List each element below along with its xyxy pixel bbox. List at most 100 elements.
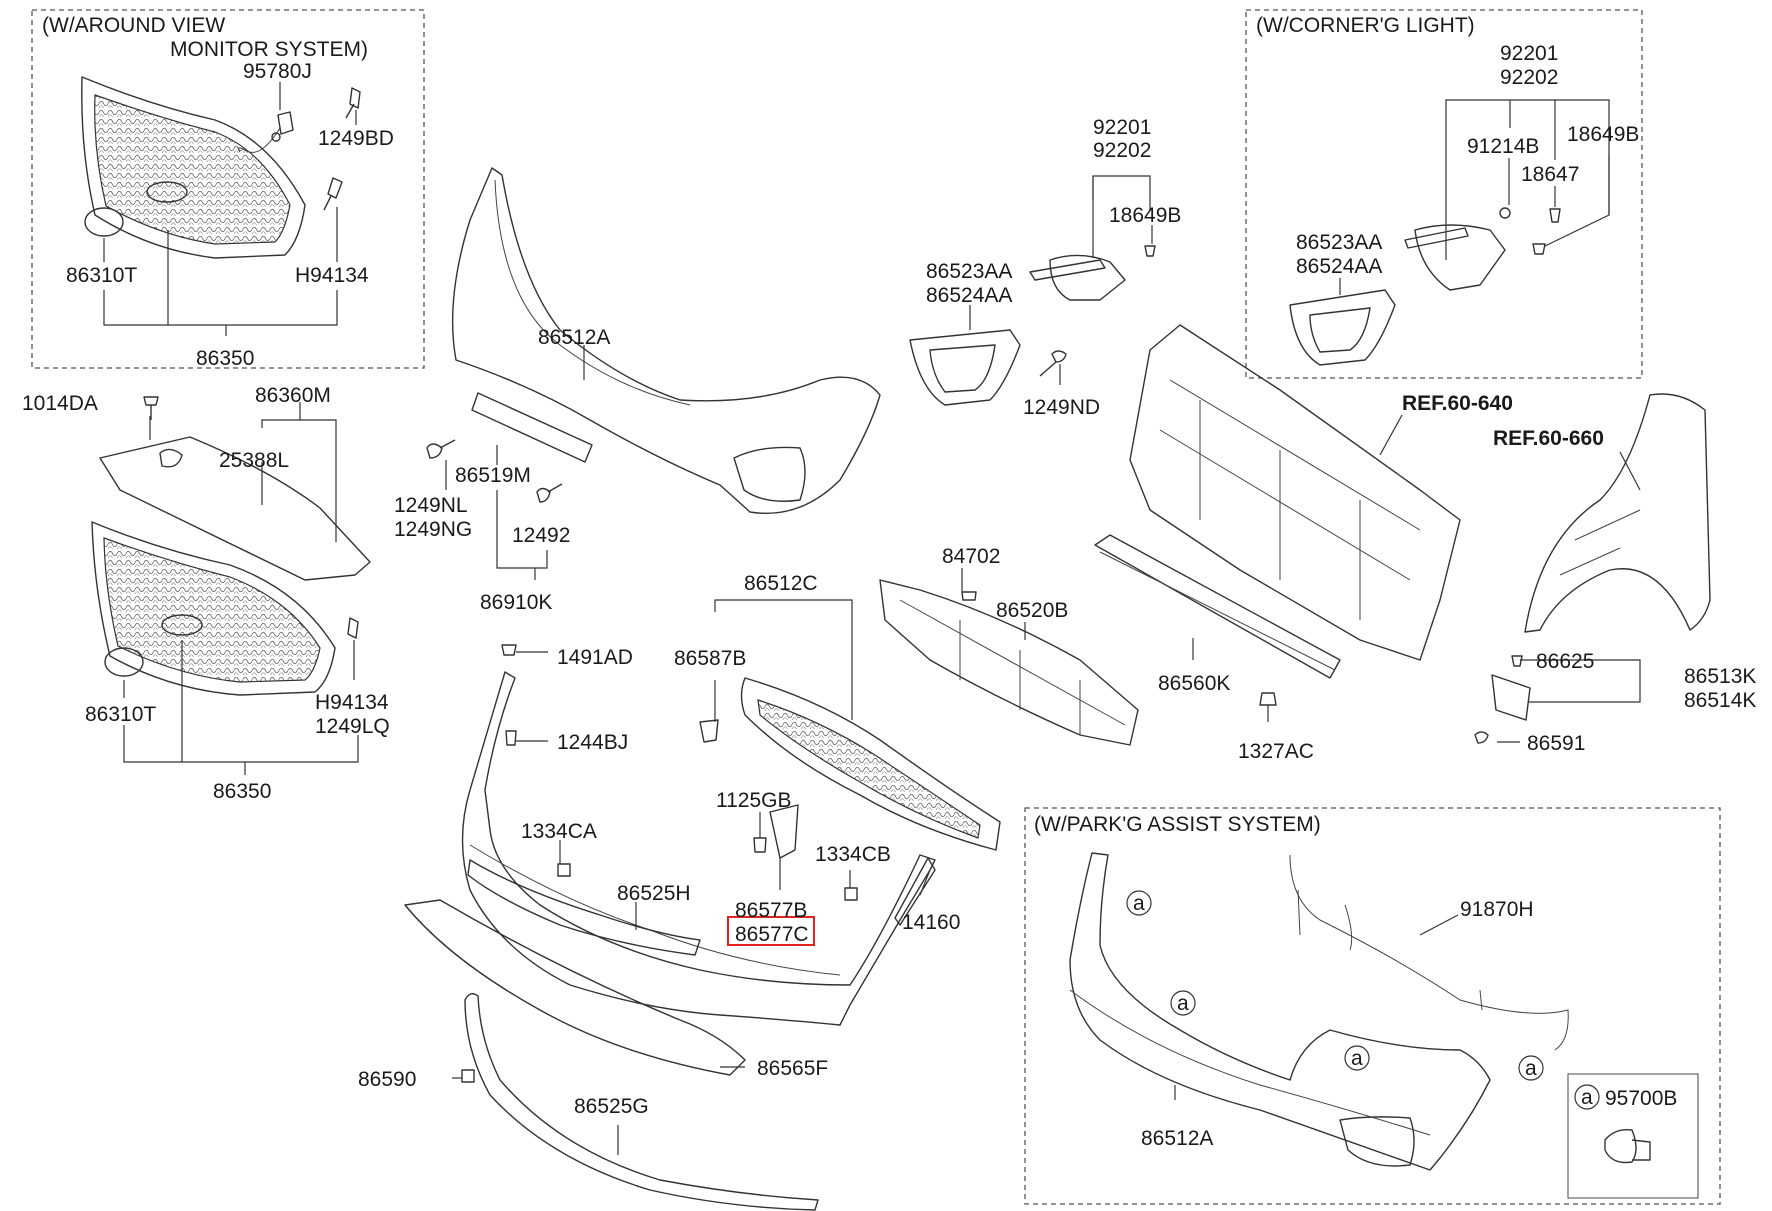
bolt-H94134-b-icon — [347, 617, 359, 639]
kia-emblem-icon — [84, 207, 124, 237]
cornering-light-group-box — [1245, 9, 1643, 379]
cornering-light-title: (W/CORNER'G LIGHT) — [1256, 14, 1475, 37]
label-86512C[interactable]: 86512C — [744, 572, 818, 595]
label-86513K[interactable]: 86513K — [1684, 665, 1756, 688]
label-1249BD[interactable]: 1249BD — [318, 127, 394, 150]
clip-86625-icon — [1511, 655, 1523, 667]
label-92202-a[interactable]: 92202 — [1093, 139, 1151, 162]
label-95700B[interactable]: 95700B — [1605, 1087, 1677, 1110]
kia-emblem-b-icon — [104, 647, 144, 677]
label-86560K[interactable]: 86560K — [1158, 672, 1230, 695]
label-18649B-b[interactable]: 18649B — [1567, 123, 1639, 146]
around-view-title-line1: (W/AROUND VIEW — [42, 14, 225, 37]
lower-grille-drawing — [740, 677, 1001, 851]
sensor-95700B-box — [1567, 1073, 1699, 1199]
label-1125GB[interactable]: 1125GB — [716, 789, 792, 812]
bracket-86577B-drawing — [769, 804, 799, 859]
fender-drawing — [1524, 393, 1711, 633]
label-84702[interactable]: 84702 — [942, 545, 1000, 568]
callout-marker: a — [1133, 892, 1145, 915]
screw-12492-icon — [536, 483, 563, 503]
strip-14160-drawing — [894, 857, 936, 926]
callout-marker: a — [1525, 1057, 1537, 1080]
park-assist-group-box — [1024, 807, 1721, 1205]
ref-60-640[interactable]: REF.60-640 — [1402, 392, 1513, 415]
callout-marker: a — [1351, 1047, 1363, 1070]
callout-circle — [1126, 890, 1152, 916]
label-86512A-a[interactable]: 86512A — [538, 326, 610, 349]
clip-86587B-drawing — [699, 719, 719, 743]
label-86525H[interactable]: 86525H — [617, 882, 691, 905]
label-86525G[interactable]: 86525G — [574, 1095, 649, 1118]
label-86514K[interactable]: 86514K — [1684, 689, 1756, 712]
grille-drawing — [91, 436, 371, 696]
label-86625[interactable]: 86625 — [1536, 650, 1594, 673]
label-91870H[interactable]: 91870H — [1460, 898, 1534, 921]
fog-lamp-86523AA-b-drawing — [1289, 289, 1396, 366]
label-1244BJ[interactable]: 1244BJ — [557, 731, 628, 754]
label-1334CB[interactable]: 1334CB — [815, 843, 891, 866]
label-86350-b[interactable]: 86350 — [213, 780, 271, 803]
screw-1249NL-icon — [426, 439, 456, 459]
fog-lamp-86523AA-drawing — [909, 329, 1021, 406]
label-91214B[interactable]: 91214B — [1467, 135, 1539, 158]
label-1249ND[interactable]: 1249ND — [1023, 396, 1100, 419]
label-86520B[interactable]: 86520B — [996, 599, 1068, 622]
callout-circle — [1344, 1045, 1370, 1071]
label-86590[interactable]: 86590 — [358, 1068, 416, 1091]
callout-circle — [1518, 1055, 1544, 1081]
callout-marker: a — [1581, 1086, 1593, 1109]
highlight-86577C — [727, 916, 815, 946]
bolt-H94134-a-icon — [323, 177, 343, 211]
label-86524AA-b[interactable]: 86524AA — [1296, 255, 1382, 278]
label-86310T-a[interactable]: 86310T — [66, 264, 137, 287]
skid-plate-86525H-drawing — [467, 859, 701, 956]
label-92201-a[interactable]: 92201 — [1093, 116, 1151, 139]
label-1249NL[interactable]: 1249NL — [394, 494, 468, 517]
label-86591[interactable]: 86591 — [1527, 732, 1585, 755]
label-14160[interactable]: 14160 — [902, 911, 960, 934]
label-1249NG[interactable]: 1249NG — [394, 518, 472, 541]
label-86577B[interactable]: 86577B — [735, 899, 807, 922]
label-86577C[interactable]: 86577C — [735, 923, 809, 946]
label-86360M[interactable]: 86360M — [255, 384, 331, 407]
label-1491AD[interactable]: 1491AD — [557, 646, 633, 669]
bolt-1125GB-icon — [753, 837, 767, 853]
label-95780J[interactable]: 95780J — [243, 60, 312, 83]
label-H94134-a[interactable]: H94134 — [295, 264, 369, 287]
label-86512A-b[interactable]: 86512A — [1141, 1127, 1213, 1150]
bolt-1249BD-icon — [345, 87, 361, 119]
fog-lamp-cover-center-drawing — [1029, 254, 1126, 301]
ref-60-660[interactable]: REF.60-660 — [1493, 427, 1604, 450]
label-86523AA-b[interactable]: 86523AA — [1296, 231, 1382, 254]
label-18647[interactable]: 18647 — [1521, 163, 1579, 186]
callout-circle — [1574, 1084, 1600, 1110]
clip-1334CA-icon — [557, 863, 571, 877]
label-92201-b[interactable]: 92201 — [1500, 42, 1558, 65]
label-1334CA[interactable]: 1334CA — [521, 820, 597, 843]
label-18649B-a[interactable]: 18649B — [1109, 204, 1181, 227]
socket-91214B-icon — [1499, 207, 1511, 219]
radiator-support-drawing — [1129, 324, 1461, 661]
label-H94134-b[interactable]: H94134 — [315, 691, 389, 714]
garnish-86525G-drawing — [464, 993, 819, 1211]
clip-86590-icon — [461, 1069, 475, 1083]
label-1327AC[interactable]: 1327AC — [1238, 740, 1314, 763]
label-25388L[interactable]: 25388L — [219, 449, 289, 472]
callout-circle — [1170, 990, 1196, 1016]
label-86565F[interactable]: 86565F — [757, 1057, 828, 1080]
bracket-86513K-drawing — [1491, 674, 1531, 721]
label-86350-a[interactable]: 86350 — [196, 347, 254, 370]
label-86519M[interactable]: 86519M — [455, 464, 531, 487]
label-1014DA[interactable]: 1014DA — [22, 392, 98, 415]
label-86310T-b[interactable]: 86310T — [85, 703, 156, 726]
label-86910K[interactable]: 86910K — [480, 591, 552, 614]
label-86523AA-a[interactable]: 86523AA — [926, 260, 1012, 283]
upper-bumper-cover-drawing — [451, 167, 881, 515]
label-86587B[interactable]: 86587B — [674, 647, 746, 670]
label-86524AA-a[interactable]: 86524AA — [926, 284, 1012, 307]
label-12492[interactable]: 12492 — [512, 524, 570, 547]
callout-marker: a — [1177, 992, 1189, 1015]
label-1249LQ[interactable]: 1249LQ — [315, 715, 390, 738]
label-92202-b[interactable]: 92202 — [1500, 66, 1558, 89]
